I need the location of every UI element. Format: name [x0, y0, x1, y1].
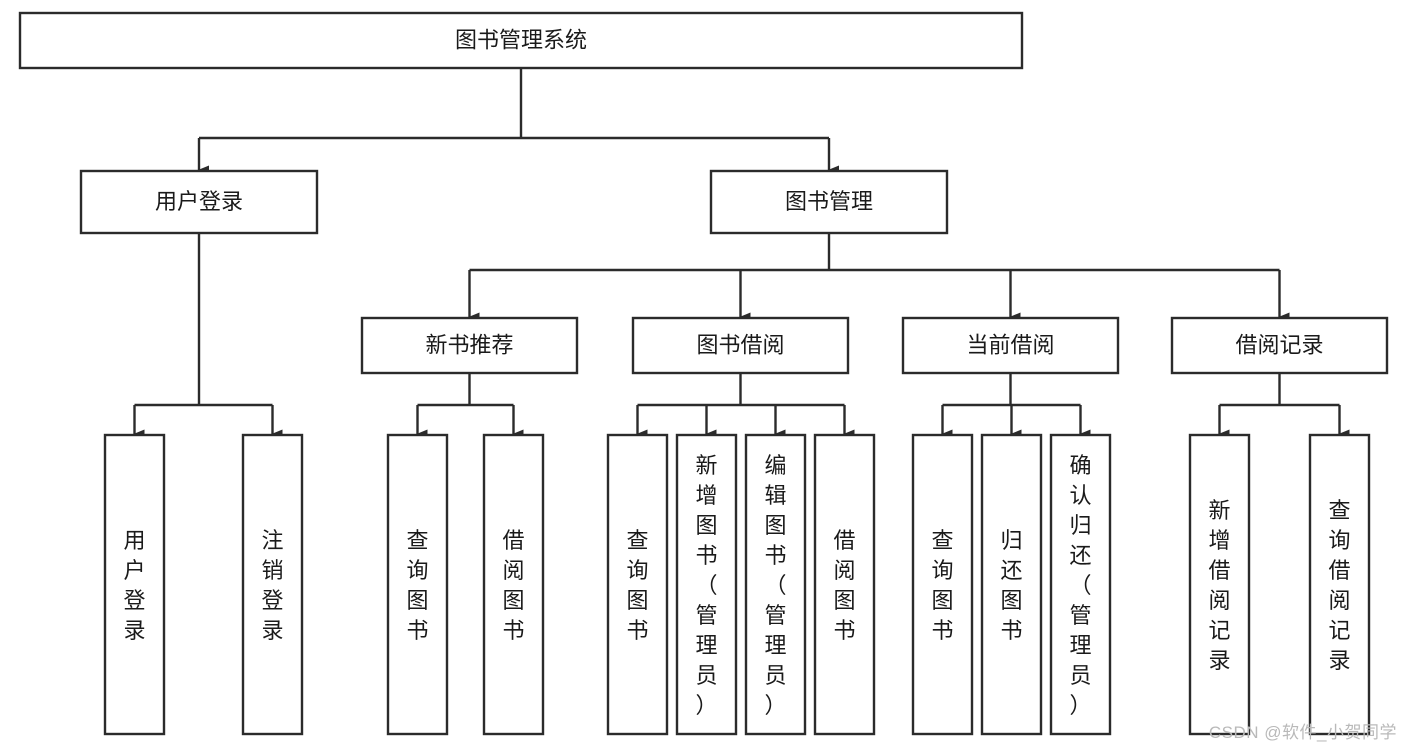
node-leaf-confirm-return[interactable]: 确认归还（管理员）: [1049, 433, 1112, 736]
node-leaf-user-login[interactable]: 用户登录: [103, 433, 166, 736]
node-label: 新增借阅记录: [1208, 498, 1230, 673]
node-layer: 图书管理系统用户登录图书管理新书推荐图书借阅当前借阅借阅记录用户登录注销登录查询…: [18, 11, 1389, 736]
node-box[interactable]: [675, 433, 738, 736]
node-box[interactable]: [241, 433, 304, 736]
node-label: 用户登录: [123, 528, 145, 643]
node-login[interactable]: 用户登录: [79, 169, 319, 235]
node-label: 查询图书: [931, 528, 953, 643]
node-label: 借阅图书: [502, 528, 524, 643]
node-label: 借阅记录: [1235, 332, 1323, 357]
node-leaf-edit-book[interactable]: 编辑图书（管理员）: [744, 433, 807, 736]
node-box[interactable]: [18, 11, 1024, 70]
node-label: 新增图书（管理员）: [695, 453, 717, 718]
node-leaf-query-book-3[interactable]: 查询图书: [911, 433, 974, 736]
node-label: 查询图书: [626, 528, 648, 643]
node-leaf-return-book[interactable]: 归还图书: [980, 433, 1043, 736]
connector-group: [636, 373, 855, 439]
node-label: 当前借阅: [966, 332, 1054, 357]
connector-group: [197, 68, 839, 175]
node-label: 编辑图书（管理员）: [764, 453, 786, 718]
node-newbook[interactable]: 新书推荐: [360, 316, 579, 375]
node-box[interactable]: [744, 433, 807, 736]
node-label: 图书借阅: [696, 332, 784, 357]
node-box[interactable]: [709, 169, 949, 235]
node-leaf-borrow-book-1[interactable]: 借阅图书: [482, 433, 545, 736]
node-box[interactable]: [1170, 316, 1389, 375]
node-box[interactable]: [360, 316, 579, 375]
node-leaf-logout[interactable]: 注销登录: [241, 433, 304, 736]
node-borrow[interactable]: 图书借阅: [631, 316, 850, 375]
node-label: 查询图书: [406, 528, 428, 643]
node-bookmgmt[interactable]: 图书管理: [709, 169, 949, 235]
node-box[interactable]: [901, 316, 1120, 375]
node-box[interactable]: [980, 433, 1043, 736]
node-box[interactable]: [103, 433, 166, 736]
node-label: 图书管理系统: [455, 27, 587, 52]
node-leaf-add-book[interactable]: 新增图书（管理员）: [675, 433, 738, 736]
node-box[interactable]: [1308, 433, 1371, 736]
node-box[interactable]: [1188, 433, 1251, 736]
node-box[interactable]: [606, 433, 669, 736]
connector-layer: [133, 68, 1350, 439]
node-label: 用户登录: [155, 189, 243, 214]
node-box[interactable]: [911, 433, 974, 736]
node-leaf-query-record[interactable]: 查询借阅记录: [1308, 433, 1371, 736]
node-box[interactable]: [79, 169, 319, 235]
node-leaf-add-record[interactable]: 新增借阅记录: [1188, 433, 1251, 736]
node-box[interactable]: [1049, 433, 1112, 736]
node-label: 确认归还（管理员）: [1069, 453, 1091, 718]
node-label: 注销登录: [261, 528, 283, 643]
connector-group: [133, 233, 283, 439]
node-leaf-query-book-2[interactable]: 查询图书: [606, 433, 669, 736]
connector-group: [416, 373, 524, 439]
node-label: 图书管理: [785, 189, 873, 214]
node-label: 借阅图书: [833, 528, 855, 643]
node-box[interactable]: [482, 433, 545, 736]
node-leaf-query-book-1[interactable]: 查询图书: [386, 433, 449, 736]
connector-group: [941, 373, 1091, 439]
connector-group: [468, 233, 1290, 322]
node-box[interactable]: [631, 316, 850, 375]
node-root[interactable]: 图书管理系统: [18, 11, 1024, 70]
node-records[interactable]: 借阅记录: [1170, 316, 1389, 375]
node-box[interactable]: [813, 433, 876, 736]
connector-group: [1218, 373, 1350, 439]
node-label: 查询借阅记录: [1328, 498, 1350, 673]
node-leaf-borrow-book-2[interactable]: 借阅图书: [813, 433, 876, 736]
node-label: 归还图书: [1000, 528, 1022, 643]
node-box[interactable]: [386, 433, 449, 736]
node-label: 新书推荐: [425, 332, 513, 357]
node-current[interactable]: 当前借阅: [901, 316, 1120, 375]
